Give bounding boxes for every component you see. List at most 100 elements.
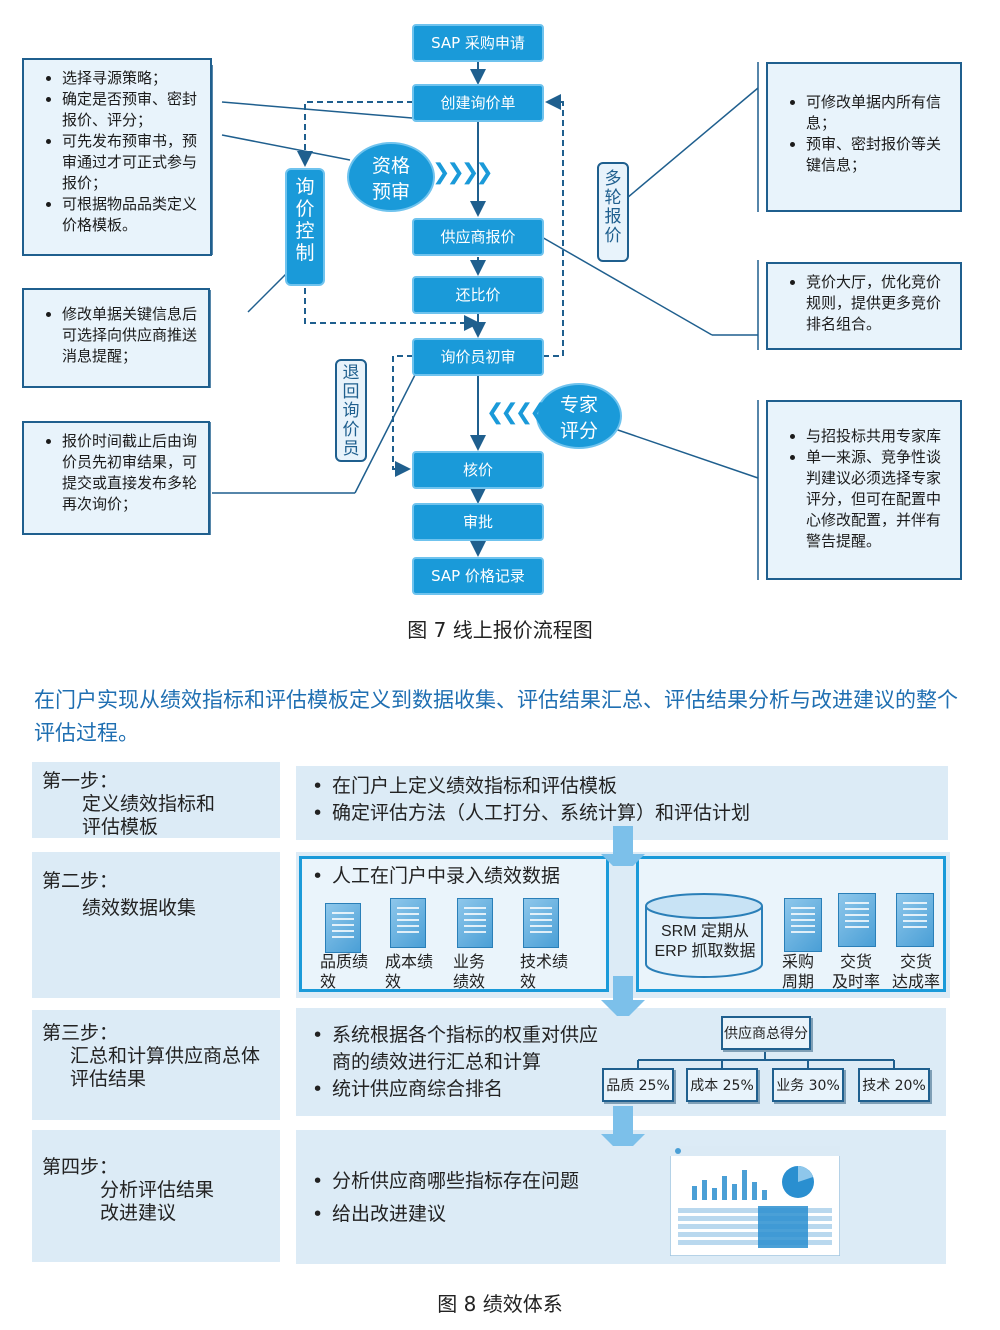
score-tree-lines	[637, 1050, 895, 1070]
score-item-box: 技术 20%	[858, 1068, 930, 1102]
flow-step-compare: 还比价	[412, 276, 544, 314]
bullet-item: 分析供应商哪些指标存在问题	[312, 1168, 579, 1195]
step-number: 第四步：	[42, 1156, 119, 1178]
document-icon	[896, 893, 934, 947]
label-line: 效	[520, 972, 537, 991]
srm-db-label: SRM 定期从 ERP 抓取数据	[648, 922, 762, 962]
score-item-box: 成本 25%	[686, 1068, 758, 1102]
label-line: 效	[320, 972, 337, 991]
inquiry-control-box: 询 价 控 制	[285, 168, 325, 286]
label-line: SRM 定期从	[660, 923, 749, 940]
score-item-box: 品质 25%	[602, 1068, 674, 1102]
step-title-line: 绩效数据收集	[82, 897, 197, 919]
note-item: 修改单据关键信息后可选择向供应商推送消息提醒；	[62, 304, 200, 367]
label-line: ERP 抓取数据	[654, 943, 756, 960]
note-left-modify: 修改单据关键信息后可选择向供应商推送消息提醒；	[22, 288, 210, 388]
step-4-label: 第四步： 分析评估结果 改进建议	[32, 1130, 280, 1262]
return-inquirer-char: 员	[342, 439, 360, 459]
document-icon	[325, 903, 361, 953]
step-3-bullets: 系统根据各个指标的权重对供应商的绩效进行汇总和计算 统计供应商综合排名	[312, 1022, 612, 1103]
note-item: 报价时间截止后由询价员先初审结果，可提交或直接发布多轮再次询价；	[62, 431, 200, 515]
inquiry-control-char: 价	[295, 198, 315, 220]
down-arrow-icon	[601, 1106, 645, 1146]
flow-step-sap-price-record: SAP 价格记录	[412, 557, 544, 595]
document-icon	[390, 898, 426, 948]
flow-step-approval: 审批	[412, 503, 544, 541]
label-line: 成本绩	[385, 952, 434, 971]
bullet-item: 给出改进建议	[312, 1201, 579, 1228]
expert-ellipse: 专家 评分	[536, 383, 622, 449]
note-item: 选择寻源策略；	[62, 68, 202, 89]
step-2-bullets: 人工在门户中录入绩效数据	[312, 863, 560, 890]
flow-step-supplier-quote: 供应商报价	[412, 218, 544, 256]
note-item: 预审、密封报价等关键信息；	[806, 134, 952, 176]
figure8-caption: 图 8 绩效体系	[437, 1292, 563, 1316]
step-number: 第三步：	[42, 1022, 119, 1044]
step-title-line: 评估模板	[82, 816, 159, 838]
step-title-line: 定义绩效指标和	[82, 793, 216, 815]
manual-doc-label: 技术绩效	[520, 952, 568, 992]
score-item-box: 业务 30%	[772, 1068, 844, 1102]
qualification-line-2: 预审	[371, 181, 410, 203]
multi-round-char: 轮	[604, 188, 622, 208]
label-line: 效	[385, 972, 402, 991]
flow-step-create-inquiry: 创建询价单	[412, 84, 544, 122]
intro-paragraph: 在门户实现从绩效指标和评估模板定义到数据收集、评估结果汇总、评估结果分析与改进建…	[34, 688, 958, 745]
label-line: 采购	[782, 952, 815, 971]
figure7-caption: 图 7 线上报价流程图	[407, 618, 593, 642]
return-inquirer-box: 退 回 询 价 员	[335, 359, 367, 462]
step-1-bullets: 在门户上定义绩效指标和评估模板 确定评估方法（人工打分、系统计算）和评估计划	[312, 773, 750, 827]
label-line: 技术绩	[520, 952, 569, 971]
label-line: 周期	[782, 972, 815, 991]
database-icon	[645, 893, 763, 978]
step-1-label: 第一步： 定义绩效指标和 评估模板	[32, 762, 280, 838]
step-title-line: 改进建议	[100, 1202, 177, 1224]
expert-line-1: 专家	[559, 394, 598, 416]
note-item: 可根据物品品类定义价格模板。	[62, 194, 202, 236]
bullet-item: 系统根据各个指标的权重对供应商的绩效进行汇总和计算	[312, 1022, 612, 1076]
flow-connectors	[209, 62, 759, 580]
flow-step-price-check: 核价	[412, 451, 544, 489]
score-root-box: 供应商总得分	[721, 1016, 811, 1050]
dashboard-thumbnail	[670, 1146, 840, 1256]
multi-round-char: 价	[604, 226, 622, 246]
down-arrow-icon	[601, 976, 645, 1016]
multi-round-char: 多	[604, 169, 622, 189]
auto-doc-label: 采购周期	[782, 952, 814, 992]
document-icon	[784, 898, 822, 952]
note-item: 确定是否预审、密封报价、评分；	[62, 89, 202, 131]
step-number: 第二步：	[42, 870, 119, 892]
manual-doc-label: 业务绩效	[453, 952, 485, 992]
inquiry-control-char: 制	[295, 242, 315, 264]
multi-round-box: 多 轮 报 价	[597, 162, 629, 262]
inquiry-control-char: 控	[295, 220, 315, 242]
document-icon	[457, 898, 493, 948]
step-title-line: 汇总和计算供应商总体	[70, 1045, 261, 1067]
note-item: 竞价大厅，优化竞价规则，提供更多竞价排名组合。	[806, 272, 952, 335]
label-line: 交货	[840, 952, 873, 971]
inquiry-control-char: 询	[295, 176, 315, 198]
note-item: 可修改单据内所有信息；	[806, 92, 952, 134]
note-item: 与招投标共用专家库	[806, 426, 952, 447]
note-right-modify-all: 可修改单据内所有信息； 预审、密封报价等关键信息；	[766, 62, 962, 212]
manual-doc-label: 成本绩效	[385, 952, 433, 992]
bullet-item: 人工在门户中录入绩效数据	[312, 863, 560, 890]
flow-step-initial-review: 询价员初审	[412, 338, 544, 376]
auto-doc-label: 交货及时率	[832, 952, 880, 992]
document-icon	[838, 893, 876, 947]
bullet-item: 确定评估方法（人工打分、系统计算）和评估计划	[312, 800, 750, 827]
return-inquirer-char: 回	[342, 382, 360, 402]
step-number: 第一步：	[42, 770, 119, 792]
qualification-line-1: 资格	[371, 155, 410, 177]
bullet-item: 统计供应商综合排名	[312, 1076, 612, 1103]
label-line: 及时率	[832, 972, 881, 991]
return-inquirer-char: 价	[342, 420, 360, 440]
return-inquirer-char: 退	[342, 363, 360, 383]
note-right-expert-pool: 与招投标共用专家库 单一来源、竞争性谈判建议必须选择专家评分，但可在配置中心修改…	[766, 400, 962, 580]
step-3-label: 第三步： 汇总和计算供应商总体 评估结果	[32, 1010, 280, 1120]
down-arrow-icon	[601, 826, 645, 866]
note-left-sourcing: 选择寻源策略； 确定是否预审、密封报价、评分； 可先发布预审书，预审通过才可正式…	[22, 58, 212, 256]
label-line: 业务	[453, 952, 486, 971]
step-2-label: 第二步： 绩效数据收集	[32, 852, 280, 998]
note-left-deadline: 报价时间截止后由询价员先初审结果，可提交或直接发布多轮再次询价；	[22, 421, 210, 535]
